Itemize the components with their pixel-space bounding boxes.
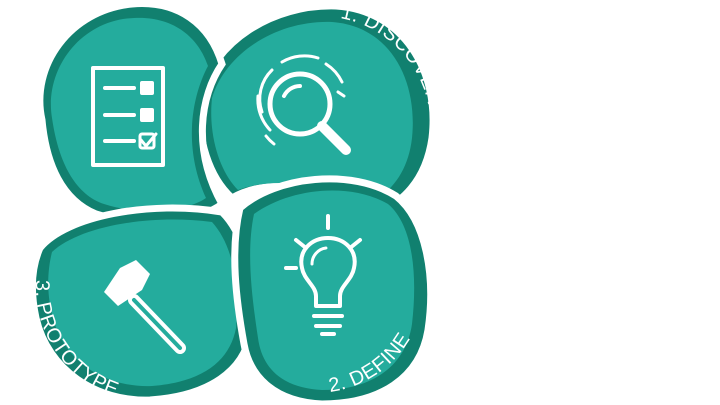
lightbulb-icon	[284, 214, 362, 336]
petal-discover	[195, 2, 437, 218]
magnifier-icon	[256, 54, 351, 155]
petal-pilot	[36, 0, 227, 226]
checklist-icon	[91, 66, 165, 167]
petal-define	[231, 175, 435, 405]
hammer-icon	[104, 260, 186, 354]
